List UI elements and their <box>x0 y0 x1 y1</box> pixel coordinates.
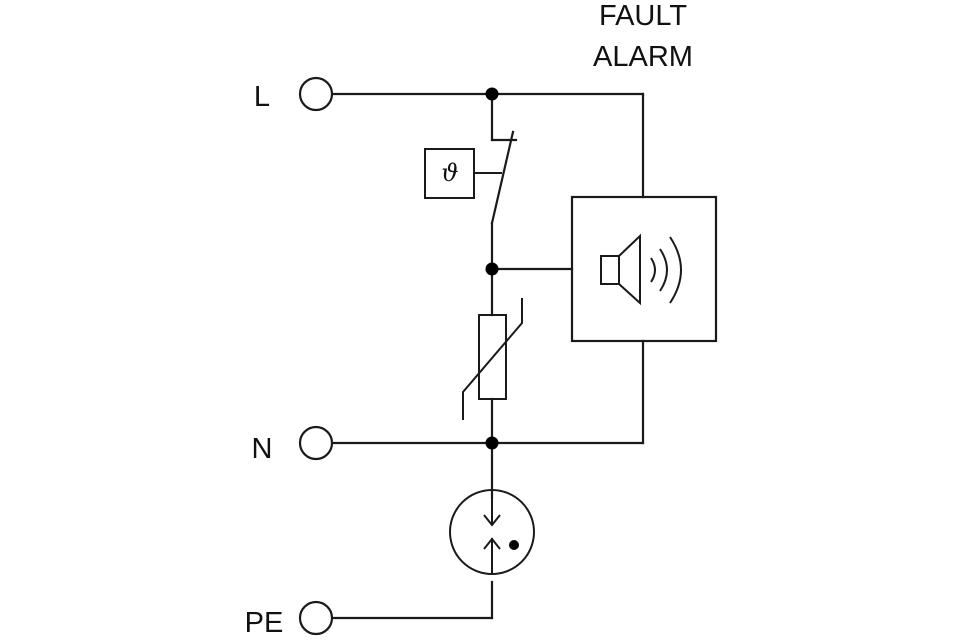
speaker-cone <box>618 233 641 306</box>
fault-alarm-title-line1: FAULT <box>599 0 687 32</box>
speaker-icon <box>600 233 682 306</box>
switch-blade <box>490 130 515 225</box>
sound-wave-medium <box>659 248 668 292</box>
thermal-sensor-box <box>424 148 475 199</box>
speaker-magnet <box>600 255 620 285</box>
fault-alarm-title-line2: ALARM <box>593 41 693 73</box>
junction-neutral <box>485 436 499 450</box>
junction-line <box>485 87 499 101</box>
alarm-box <box>570 195 718 343</box>
terminal-label-line: L <box>254 81 270 113</box>
upper-electrode-arrowhead <box>483 514 501 527</box>
terminal-neutral <box>298 425 334 461</box>
varistor-body <box>478 314 507 400</box>
varistor-nonlinear-mark <box>462 298 523 420</box>
thermal-disconnect-icon: ϑ <box>424 130 518 225</box>
terminal-protective-earth <box>298 600 334 636</box>
terminal-line <box>298 76 334 112</box>
terminal-label-protective-earth: PE <box>245 607 284 639</box>
fault-alarm-unit <box>570 195 718 343</box>
varistor-icon <box>462 298 523 420</box>
terminal-label-neutral: N <box>252 433 273 465</box>
sound-wave-small <box>650 257 656 283</box>
thermal-symbol: ϑ <box>441 159 458 187</box>
junction-monitor <box>485 262 499 276</box>
lower-electrode-arrowhead <box>483 537 501 550</box>
gas-filling-dot <box>509 540 519 550</box>
sound-wave-large <box>669 236 682 304</box>
spark-gap-icon <box>449 489 535 575</box>
